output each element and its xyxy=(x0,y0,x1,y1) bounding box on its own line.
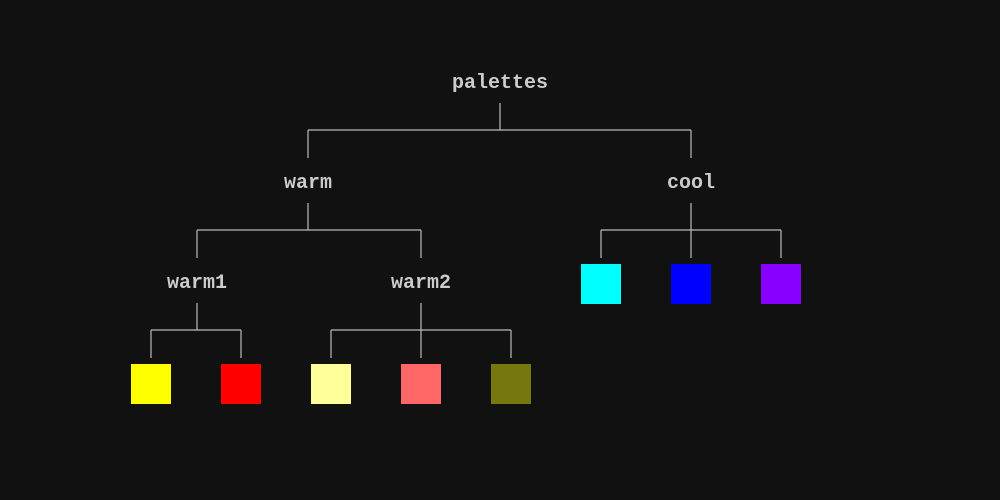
warm1-connector xyxy=(150,303,242,358)
swatch-cool-2 xyxy=(761,264,801,304)
node-warm1: warm1 xyxy=(167,272,227,295)
swatch-warm2-0 xyxy=(311,364,351,404)
swatch-warm2-2 xyxy=(491,364,531,404)
node-cool: cool xyxy=(667,172,715,195)
node-warm2: warm2 xyxy=(391,272,451,295)
swatch-cool-0 xyxy=(581,264,621,304)
swatch-warm1-1 xyxy=(221,364,261,404)
cool-connector xyxy=(600,203,782,258)
node-warm: warm xyxy=(284,172,332,195)
warm-connector xyxy=(196,203,422,258)
connectors xyxy=(150,103,782,358)
swatch-cool-1 xyxy=(671,264,711,304)
warm2-connector xyxy=(330,303,512,358)
root-connector xyxy=(307,103,692,158)
node-palettes: palettes xyxy=(452,72,548,95)
swatch-warm2-1 xyxy=(401,364,441,404)
swatch-warm1-0 xyxy=(131,364,171,404)
